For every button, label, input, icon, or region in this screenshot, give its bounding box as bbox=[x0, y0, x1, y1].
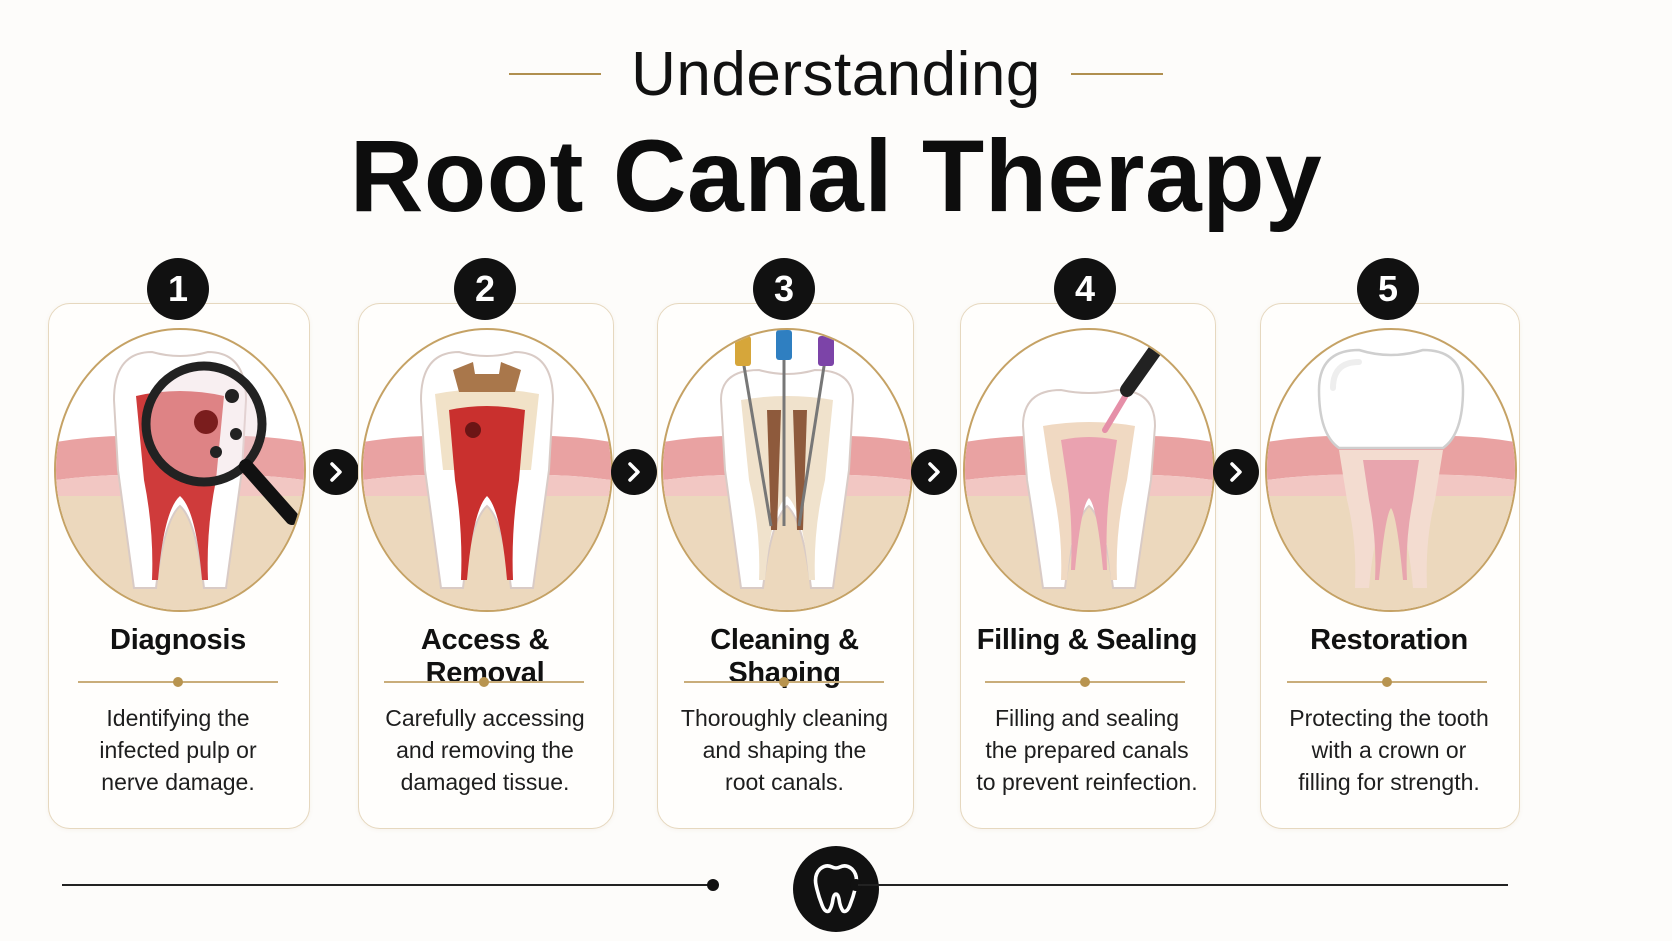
step-desc-1-line-1: Identifying the bbox=[106, 705, 250, 731]
tooth-syringe-filling-icon bbox=[965, 330, 1213, 610]
step-divider-3 bbox=[684, 677, 884, 687]
step-number-4: 4 bbox=[1054, 258, 1116, 320]
step-desc-4-line-2: the prepared canals bbox=[985, 737, 1189, 763]
step-title-3: Cleaning & Shaping bbox=[710, 624, 859, 689]
chevron-right-icon bbox=[1230, 462, 1242, 482]
step-number-2: 2 bbox=[454, 258, 516, 320]
chevron-right-icon bbox=[928, 462, 940, 482]
footer-dot-left bbox=[707, 879, 719, 891]
tooth-opened-access-icon bbox=[363, 350, 611, 610]
header-subtitle: Understanding bbox=[631, 39, 1041, 109]
page-title: Root Canal Therapy bbox=[349, 119, 1323, 233]
step-desc-5-line-1: Protecting the tooth bbox=[1289, 705, 1489, 731]
step-title-4: Filling & Sealing bbox=[976, 624, 1198, 656]
step-number-1: 1 bbox=[147, 258, 209, 320]
step-desc-3: Thoroughly cleaning and shaping the root… bbox=[657, 702, 912, 798]
step-desc-1-line-2: infected pulp or bbox=[99, 737, 257, 763]
illustration-access-removal bbox=[361, 328, 613, 612]
next-arrow-4 bbox=[1213, 449, 1259, 495]
step-divider-1 bbox=[78, 677, 278, 687]
tooth-icon bbox=[813, 864, 859, 914]
illustration-diagnosis bbox=[54, 328, 306, 612]
step-desc-2-line-3: damaged tissue. bbox=[400, 769, 570, 795]
illustration-restoration bbox=[1265, 328, 1517, 612]
step-divider-2 bbox=[384, 677, 584, 687]
tooth-endodontic-files-icon bbox=[663, 330, 911, 610]
next-arrow-1 bbox=[313, 449, 359, 495]
chevron-right-icon bbox=[330, 462, 342, 482]
step-desc-5-line-3: filling for strength. bbox=[1298, 769, 1480, 795]
step-divider-4 bbox=[985, 677, 1185, 687]
illustration-cleaning-shaping bbox=[661, 328, 913, 612]
step-desc-5: Protecting the tooth with a crown or fil… bbox=[1260, 702, 1518, 798]
chevron-right-icon bbox=[628, 462, 640, 482]
step-desc-4-line-3: to prevent reinfection. bbox=[976, 769, 1198, 795]
header-rule-left bbox=[509, 73, 602, 75]
step-desc-3-line-2: and shaping the bbox=[702, 737, 867, 763]
step-title-1: Diagnosis bbox=[110, 624, 246, 656]
step-desc-2: Carefully accessing and removing the dam… bbox=[358, 702, 612, 798]
step-desc-1: Identifying the infected pulp or nerve d… bbox=[48, 702, 308, 798]
step-desc-4-line-1: Filling and sealing bbox=[994, 705, 1180, 731]
step-divider-5 bbox=[1287, 677, 1487, 687]
infected-tooth-magnifier-icon bbox=[56, 350, 304, 610]
footer-dot-right bbox=[850, 879, 862, 891]
footer-line-right bbox=[858, 884, 1508, 886]
step-desc-2-line-2: and removing the bbox=[396, 737, 574, 763]
step-desc-3-line-3: root canals. bbox=[725, 769, 844, 795]
tooth-with-crown-icon bbox=[1267, 348, 1515, 610]
step-number-5: 5 bbox=[1357, 258, 1419, 320]
header-rule-right bbox=[1070, 73, 1163, 75]
illustration-filling-sealing bbox=[963, 328, 1215, 612]
step-number-3: 3 bbox=[753, 258, 815, 320]
header-subtitle-row: Understanding bbox=[0, 34, 1672, 114]
next-arrow-2 bbox=[611, 449, 657, 495]
step-desc-4: Filling and sealing the prepared canals … bbox=[960, 702, 1214, 798]
step-title-5: Restoration bbox=[1310, 624, 1468, 656]
footer-tooth-badge bbox=[793, 846, 879, 932]
next-arrow-3 bbox=[911, 449, 957, 495]
step-desc-3-line-1: Thoroughly cleaning bbox=[680, 705, 889, 731]
step-desc-5-line-2: with a crown or bbox=[1311, 737, 1467, 763]
footer-line-left bbox=[62, 884, 714, 886]
step-desc-1-line-3: nerve damage. bbox=[101, 769, 255, 795]
step-desc-2-line-1: Carefully accessing bbox=[385, 705, 585, 731]
